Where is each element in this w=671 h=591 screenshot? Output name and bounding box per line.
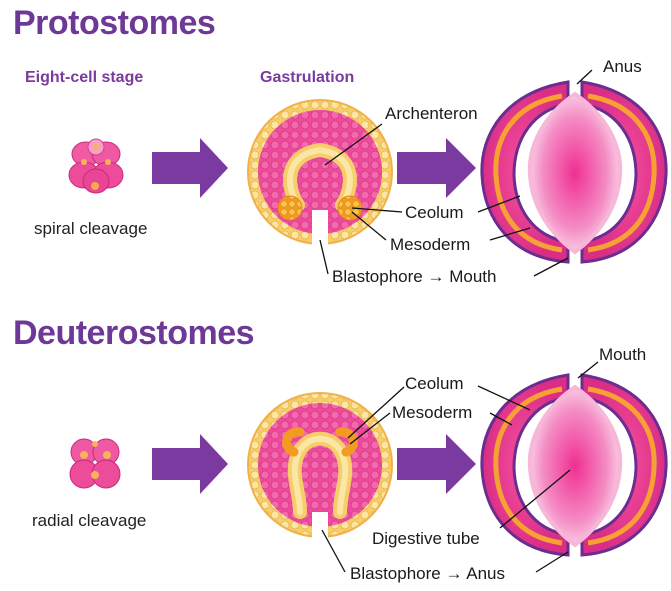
deut-blastophore-text: Blastophore <box>350 564 441 583</box>
deut-ceolum-label: Ceolum <box>405 374 464 393</box>
proto-mesoderm-label: Mesoderm <box>390 235 471 254</box>
deuterostome-body <box>480 373 668 557</box>
protostome-eight-cell-embryo <box>68 138 124 194</box>
arrow-proto-1 <box>152 138 228 198</box>
deut-arrow-glyph: → <box>445 564 463 583</box>
arrow-proto-2 <box>397 138 476 198</box>
deut-mouth-label: Mouth <box>599 345 647 364</box>
arrow-deut-1 <box>152 434 228 494</box>
deut-mesoderm-label: Mesoderm <box>392 403 473 422</box>
deut-digestive-tube-label: Digestive tube <box>372 529 480 548</box>
protostome-gastrula <box>247 99 393 246</box>
gastrulation-label: Gastrulation <box>260 69 355 86</box>
arrow-deut-2 <box>397 434 476 494</box>
proto-blastophore-label: Blastophore → Mouth <box>332 268 496 285</box>
proto-arrow-glyph: → <box>427 267 445 286</box>
process-arrows <box>152 138 476 494</box>
deuterostome-eight-cell-embryo <box>69 438 121 489</box>
deuterostome-gastrula <box>247 392 393 540</box>
deuterostomes-title: Deuterostomes <box>13 314 255 352</box>
leader-lines <box>319 69 599 573</box>
protostome-body <box>480 80 668 264</box>
deut-blastophore-label: Blastophore → Anus <box>350 565 505 582</box>
proto-archenteron-label: Archenteron <box>385 104 478 123</box>
eight-cell-stage-label: Eight-cell stage <box>25 69 144 86</box>
proto-mouth-text: Mouth <box>449 267 497 286</box>
proto-blastophore-text: Blastophore <box>332 267 423 286</box>
radial-cleavage-caption: radial cleavage <box>32 511 147 530</box>
deut-anus-text: Anus <box>466 564 506 583</box>
proto-anus-label: Anus <box>603 57 642 76</box>
protostomes-title: Protostomes <box>13 4 216 42</box>
spiral-cleavage-caption: spiral cleavage <box>34 219 148 238</box>
proto-ceolum-label: Ceolum <box>405 203 464 222</box>
